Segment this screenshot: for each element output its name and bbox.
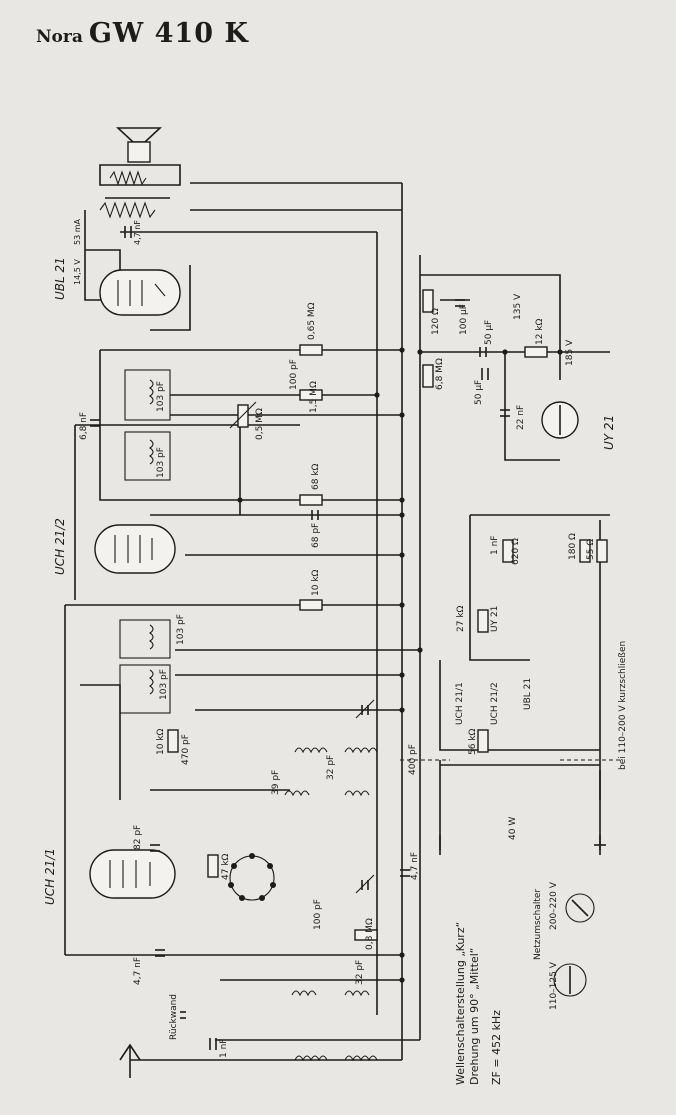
antenna-icon bbox=[119, 1043, 141, 1078]
label-r-68k: 68 kΩ bbox=[311, 463, 321, 490]
junction-dots bbox=[237, 347, 563, 983]
output-transformer-icon bbox=[99, 197, 170, 219]
tube-ubl21-icon bbox=[99, 269, 181, 316]
label-heater-3: UBL 21 bbox=[523, 678, 533, 710]
label-ant-cap: 1 nF bbox=[219, 1039, 229, 1058]
loudspeaker-icon bbox=[99, 127, 181, 186]
wave-switch-icon bbox=[228, 853, 276, 901]
potentiometer-icon bbox=[229, 401, 257, 429]
label-r-12k: 12 kΩ bbox=[535, 318, 545, 345]
tube-uy21-icon bbox=[541, 401, 579, 439]
label-pot: 0,5 MΩ bbox=[255, 408, 265, 440]
label-c-32-a: 32 pF bbox=[326, 755, 336, 780]
note-wave-2: Drehung um 90° „Mittel“ bbox=[468, 948, 481, 1085]
label-c-103-d: 103 pF bbox=[159, 669, 169, 700]
model-title: GW 410 K bbox=[88, 18, 249, 49]
label-c-400: 400 pF bbox=[408, 744, 418, 775]
label-c-32-b: 32 pF bbox=[355, 960, 365, 985]
label-r-10k-b: 10 kΩ bbox=[156, 728, 166, 755]
label-c-47n-a: 4,7 nF bbox=[410, 852, 420, 880]
label-c-50u-b: 50 µF bbox=[474, 380, 484, 405]
label-c-39: 39 pF bbox=[271, 770, 281, 795]
capacitor-icon bbox=[90, 226, 510, 1050]
note-wave-1: Wellenschalterstellung „Kurz“ bbox=[454, 922, 467, 1085]
component-values: 14,5 V 53 mA 4,7 nF 0,65 MΩ 100 pF 1,5 M… bbox=[73, 218, 628, 1058]
label-r-10k-a: 10 kΩ bbox=[311, 569, 321, 596]
label-c-82: 82 pF bbox=[133, 825, 143, 850]
label-uch21-2: UCH 21/2 bbox=[53, 518, 67, 575]
label-c-47n-b: 4,7 nF bbox=[133, 957, 143, 985]
label-r-56k: 56 kΩ bbox=[468, 728, 478, 755]
label-speaker-cap: 4,7 nF bbox=[133, 220, 142, 245]
rf-coil-icon bbox=[284, 747, 378, 1062]
label-current: 53 mA bbox=[73, 218, 82, 245]
label-rueckwand: Rückwand bbox=[169, 994, 179, 1040]
label-c-50u-a: 50 µF bbox=[484, 320, 494, 345]
label-ubl21: UBL 21 bbox=[53, 257, 67, 300]
wiring bbox=[64, 182, 620, 1061]
label-c-470: 470 pF bbox=[181, 734, 191, 765]
label-c-1n: 1 nF bbox=[490, 536, 500, 555]
label-heater-2: UCH 21/2 bbox=[490, 682, 500, 725]
variable-capacitor-icon bbox=[355, 699, 375, 894]
tube-uch21-1-icon bbox=[89, 849, 176, 899]
note-mains-title: Netzumschalter bbox=[533, 889, 543, 960]
label-r-620: 620 Ω bbox=[511, 538, 521, 565]
label-c-22n: 22 nF bbox=[516, 405, 526, 430]
mains-plug-icon bbox=[439, 835, 606, 855]
label-v-135: 135 V bbox=[513, 293, 523, 320]
label-r-47k: 47 kΩ bbox=[221, 853, 231, 880]
label-r-08: 0,8 MΩ bbox=[365, 918, 375, 950]
label-heater-1: UCH 21/1 bbox=[455, 682, 465, 725]
label-r-27k: 27 kΩ bbox=[456, 605, 466, 632]
label-uy21: UY 21 bbox=[602, 415, 616, 450]
label-c-100p-a: 100 pF bbox=[289, 359, 299, 390]
label-uch21-1: UCH 21/1 bbox=[43, 848, 57, 905]
label-c-103-c: 103 pF bbox=[176, 614, 186, 645]
brand-name: Nora bbox=[36, 27, 83, 47]
mains-switch-icon bbox=[553, 893, 595, 997]
tube-labels: UBL 21 UCH 21/2 UCH 21/1 UY 21 bbox=[43, 257, 616, 905]
resistor-icon bbox=[167, 289, 608, 941]
label-r-120: 120 Ω bbox=[431, 308, 441, 335]
label-r-15: 1,5 MΩ bbox=[309, 381, 319, 413]
label-r-68m: 6,8 MΩ bbox=[435, 358, 445, 390]
label-r-180: 180 Ω bbox=[568, 533, 578, 560]
label-short-note: bei 110–200 V kurzschließen bbox=[618, 641, 628, 770]
label-c-100u: 100 µF bbox=[459, 304, 469, 335]
tube-uch21-2-icon bbox=[94, 524, 176, 574]
label-uy-heater: UY 21 bbox=[490, 606, 500, 632]
label-r-065: 0,65 MΩ bbox=[307, 302, 317, 340]
label-r-55: 55 Ω bbox=[586, 539, 596, 560]
if-transformer-icon bbox=[119, 369, 171, 714]
label-c-100p-b: 100 pF bbox=[313, 899, 323, 930]
note-mains-low: 110–125 V bbox=[549, 961, 559, 1010]
label-c-103-a: 103 pF bbox=[156, 381, 166, 412]
label-power: 40 W bbox=[508, 817, 518, 840]
note-zf: ZF = 452 kHz bbox=[490, 1010, 503, 1085]
label-v-185: 185 V bbox=[565, 339, 575, 366]
notes: Wellenschalterstellung „Kurz“ Drehung um… bbox=[454, 881, 559, 1085]
label-c-68n: 6,8 nF bbox=[79, 412, 89, 440]
label-voltage: 14,5 V bbox=[73, 259, 82, 285]
label-c-68p: 68 pF bbox=[311, 523, 321, 548]
label-c-103-b: 103 pF bbox=[156, 447, 166, 478]
note-mains-high: 200–220 V bbox=[549, 881, 559, 930]
